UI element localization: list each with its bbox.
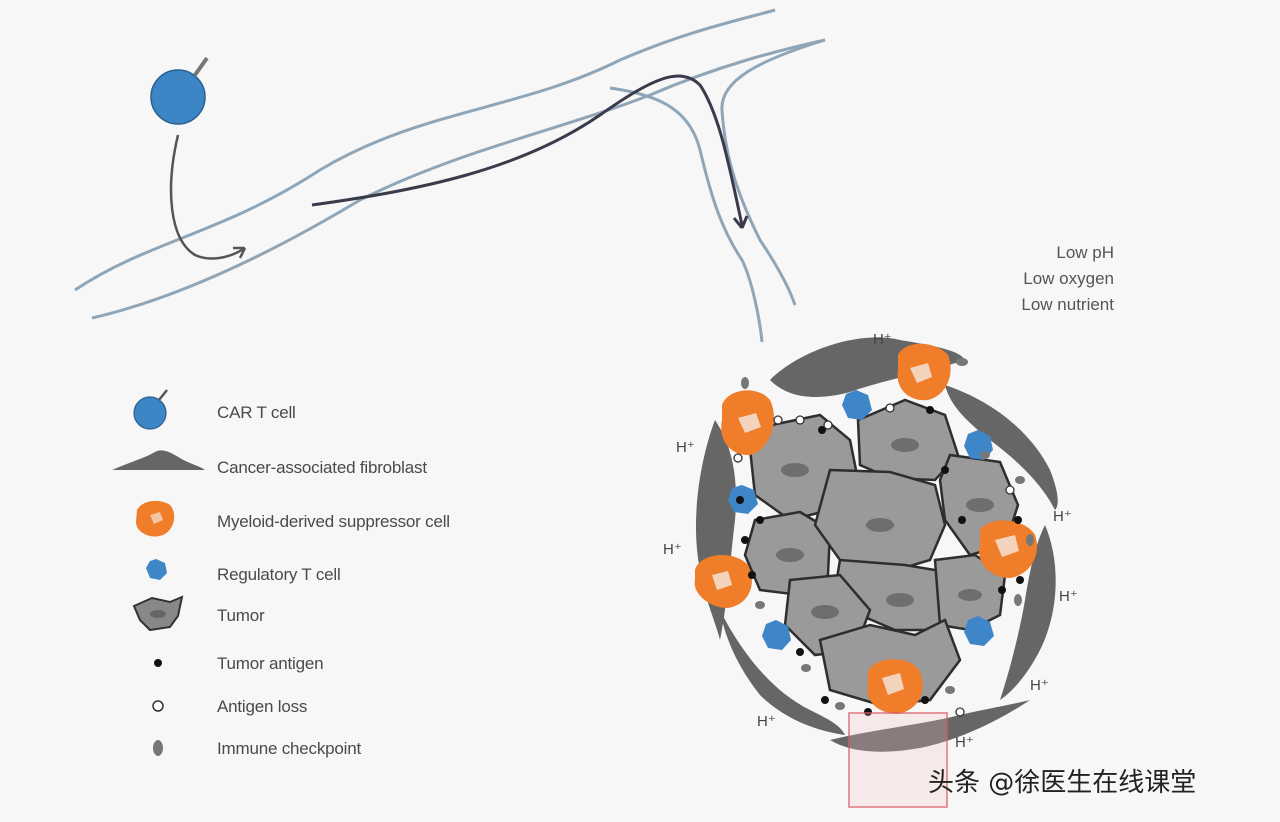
proton-label: H⁺ xyxy=(757,713,776,730)
proton-label: H⁺ xyxy=(1053,508,1072,525)
proton-label: H⁺ xyxy=(955,734,974,751)
tumor-icon xyxy=(132,595,184,632)
car-t-cell-icon xyxy=(133,389,168,430)
legend-label-treg: Regulatory T cell xyxy=(217,565,341,584)
watermark-text: 头条 @徐医生在线课堂 xyxy=(928,768,1197,798)
legend-label-fibroblast: Cancer-associated fibroblast xyxy=(217,458,427,477)
seal-stamp xyxy=(848,712,948,808)
treg-cells xyxy=(728,390,994,650)
proton-label: H⁺ xyxy=(1030,677,1049,694)
env-low-ph: Low pH xyxy=(1056,243,1114,262)
vessel-branch-outer xyxy=(720,38,826,306)
blood-vessel xyxy=(74,8,826,343)
car-t-cell-in-vessel xyxy=(150,56,209,125)
tumor-microenvironment xyxy=(694,337,1058,752)
legend-label-mdsc: Myeloid-derived suppressor cell xyxy=(217,512,450,531)
env-low-oxygen: Low oxygen xyxy=(1023,269,1114,288)
legend-label-immune-checkpoint: Immune checkpoint xyxy=(217,739,362,758)
tumor-antigen-icon xyxy=(154,659,162,667)
vessel-branch-inner xyxy=(609,86,764,343)
env-low-nutrient: Low nutrient xyxy=(1021,295,1114,314)
legend-label-tumor-antigen: Tumor antigen xyxy=(217,654,324,673)
proton-label: H⁺ xyxy=(873,331,892,348)
legend-icons xyxy=(112,389,205,756)
proton-label: H⁺ xyxy=(1059,588,1078,605)
antigen-loss-icon xyxy=(152,700,164,712)
fibroblast-icon xyxy=(112,450,205,470)
vessel-wall-lower xyxy=(91,38,826,320)
proton-label: H⁺ xyxy=(663,541,682,558)
treg-icon xyxy=(146,559,167,580)
migration-arrows xyxy=(169,74,749,260)
immune-checkpoints xyxy=(741,358,1034,710)
vessel-wall-upper xyxy=(74,8,776,292)
immune-checkpoint-icon xyxy=(153,740,163,756)
tumor-homing-arrow xyxy=(311,74,744,226)
antigen-loss-markers xyxy=(733,403,1015,717)
legend-label-tumor: Tumor xyxy=(217,606,265,625)
mdsc-cells xyxy=(694,343,1038,714)
mdsc-icon xyxy=(136,500,175,537)
proton-label: H⁺ xyxy=(676,439,695,456)
legend-label-antigen-loss: Antigen loss xyxy=(217,697,308,716)
legend-label-car-t: CAR T cell xyxy=(217,403,296,422)
extravasation-arrow xyxy=(169,134,246,260)
